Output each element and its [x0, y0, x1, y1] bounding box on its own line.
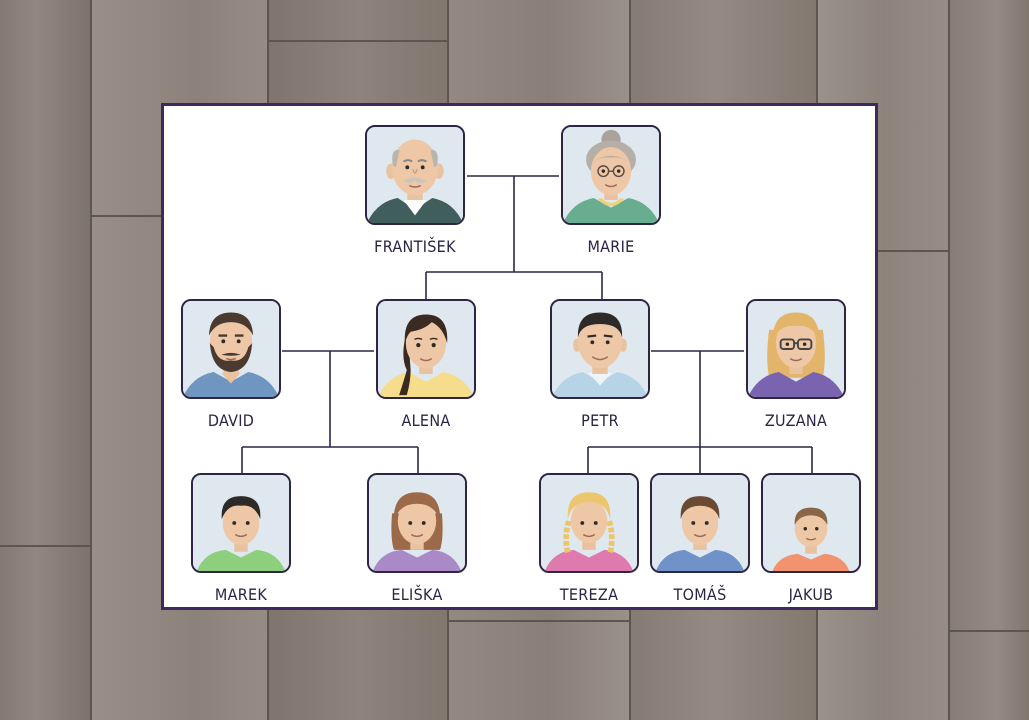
name-frantisek: FRANTIŠEK — [374, 237, 456, 256]
connector-lines — [241, 175, 813, 473]
portrait-tereza[interactable] — [539, 473, 639, 573]
portrait-alena[interactable] — [376, 299, 476, 399]
name-jakub: JAKUB — [788, 585, 834, 604]
portrait-eliska[interactable] — [367, 473, 467, 573]
name-marie: MARIE — [587, 237, 635, 256]
portrait-petr[interactable] — [550, 299, 650, 399]
name-tomas: TOMÁŠ — [673, 585, 727, 604]
portrait-david[interactable] — [181, 299, 281, 399]
wood-plank — [950, 0, 1029, 720]
portrait-frantisek[interactable] — [365, 125, 465, 225]
name-david: DAVID — [207, 411, 255, 430]
portrait-zuzana[interactable] — [746, 299, 846, 399]
wood-plank — [0, 0, 92, 720]
portrait-marie[interactable] — [561, 125, 661, 225]
name-tereza: TEREZA — [559, 585, 619, 604]
name-eliska: ELIŠKA — [391, 585, 443, 604]
family-tree-card: FRANTIŠEK MARIE — [161, 103, 878, 610]
portrait-marek[interactable] — [191, 473, 291, 573]
name-marek: MAREK — [214, 585, 268, 604]
portrait-tomas[interactable] — [650, 473, 750, 573]
name-petr: PETR — [581, 411, 619, 430]
portrait-jakub[interactable] — [761, 473, 861, 573]
name-alena: ALENA — [401, 411, 451, 430]
name-zuzana: ZUZANA — [764, 411, 828, 430]
